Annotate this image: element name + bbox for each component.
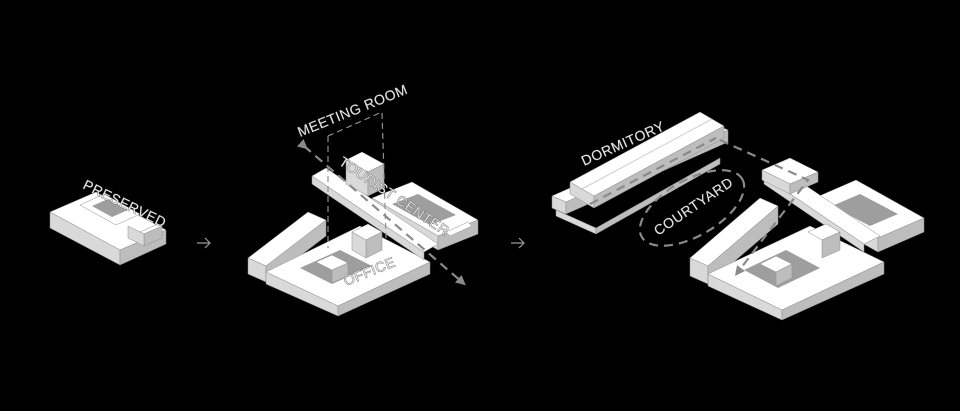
stage-2-annotations bbox=[296, 111, 466, 286]
label-courtyard: COURTYARD bbox=[651, 174, 736, 239]
transition-arrow-1 bbox=[197, 237, 211, 249]
stage-3-annotations bbox=[589, 137, 810, 276]
label-meeting-room: MEETING ROOM bbox=[295, 81, 410, 140]
stage-1-preserved-model bbox=[49, 191, 167, 266]
transition-arrow-2 bbox=[511, 237, 525, 249]
stage-3-complex-model bbox=[689, 157, 925, 321]
